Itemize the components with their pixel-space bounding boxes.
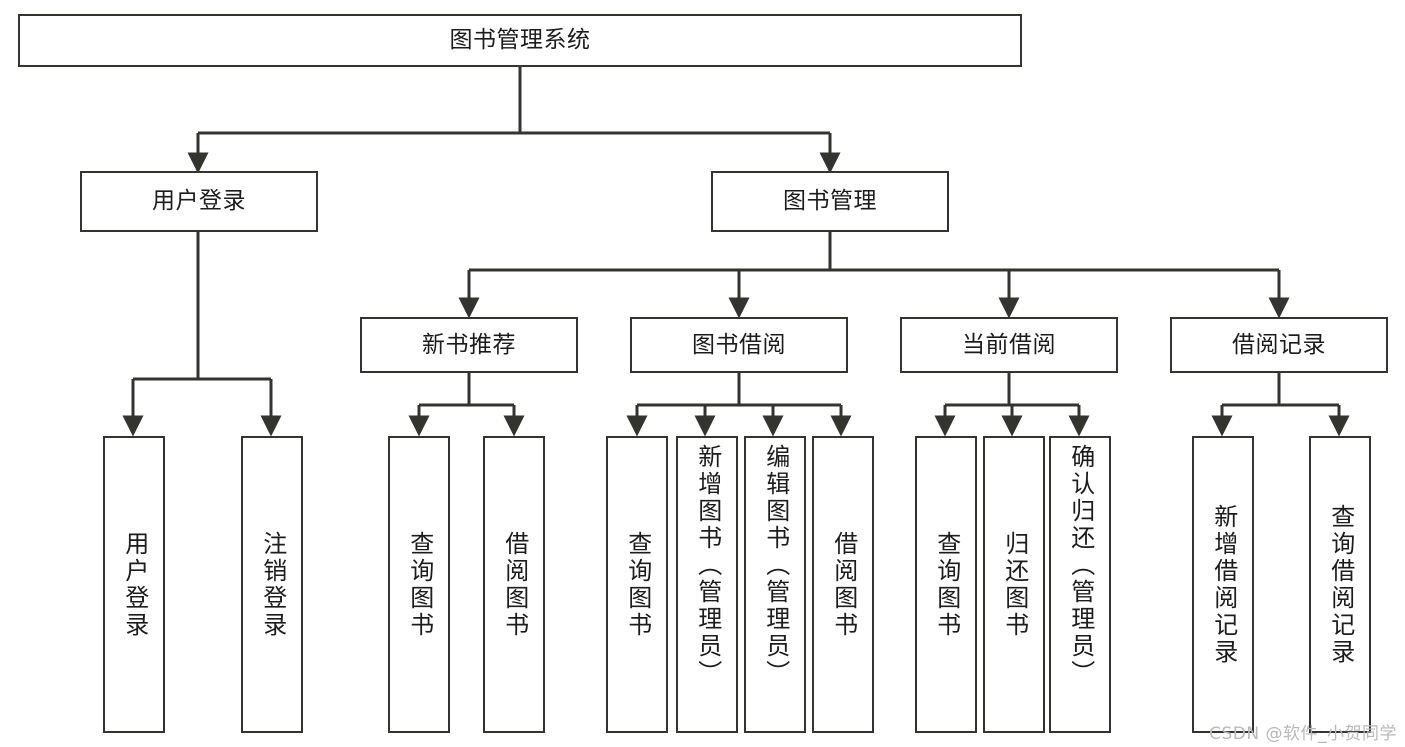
leaf-logout[interactable]: 注销登录 xyxy=(241,436,303,733)
leaf-add-book-admin[interactable]: 新增图书（管理员） xyxy=(676,436,738,733)
node-label: 当前借阅 xyxy=(962,331,1056,358)
leaf-return-book[interactable]: 归还图书 xyxy=(983,436,1045,733)
leaf-add-borrow-record[interactable]: 新增借阅记录 xyxy=(1192,436,1254,733)
leaf-query-book-borrow[interactable]: 查询图书 xyxy=(606,436,668,733)
node-label: 用户登录 xyxy=(152,188,246,215)
node-label: 查询图书 xyxy=(932,530,961,639)
csdn-watermark: CSDN @软件_小贺同学 xyxy=(1209,724,1397,744)
leaf-borrow-book-new-recommend[interactable]: 借阅图书 xyxy=(483,436,545,733)
node-label: 用户登录 xyxy=(120,530,149,639)
leaf-query-borrow-record[interactable]: 查询借阅记录 xyxy=(1309,436,1371,733)
node-label: 注销登录 xyxy=(258,530,287,639)
node-label: 归还图书 xyxy=(1000,530,1029,639)
leaf-query-book-current[interactable]: 查询图书 xyxy=(915,436,977,733)
node-book-borrow[interactable]: 图书借阅 xyxy=(630,317,848,373)
node-current-borrow[interactable]: 当前借阅 xyxy=(900,317,1118,373)
leaf-borrow-book[interactable]: 借阅图书 xyxy=(812,436,874,733)
node-label: 查询借阅记录 xyxy=(1326,503,1355,666)
node-borrow-record[interactable]: 借阅记录 xyxy=(1170,317,1388,373)
node-label: 借阅图书 xyxy=(500,530,529,639)
node-label: 图书管理 xyxy=(783,188,877,215)
node-label: 确认归还（管理员） xyxy=(1066,444,1095,687)
node-label: 图书管理系统 xyxy=(449,27,591,54)
leaf-confirm-return-admin[interactable]: 确认归还（管理员） xyxy=(1049,436,1111,733)
node-label: 借阅图书 xyxy=(829,530,858,639)
node-label: 查询图书 xyxy=(623,530,652,639)
node-label: 图书借阅 xyxy=(692,331,786,358)
node-label: 新增借阅记录 xyxy=(1209,503,1238,666)
node-label: 查询图书 xyxy=(405,530,434,639)
leaf-user-login[interactable]: 用户登录 xyxy=(103,436,165,733)
leaf-edit-book-admin[interactable]: 编辑图书（管理员） xyxy=(744,436,806,733)
leaf-query-book-new-recommend[interactable]: 查询图书 xyxy=(388,436,450,733)
node-user-login[interactable]: 用户登录 xyxy=(80,171,318,232)
node-label: 借阅记录 xyxy=(1232,331,1326,358)
node-book-management[interactable]: 图书管理 xyxy=(711,171,949,232)
node-label: 新增图书（管理员） xyxy=(693,444,722,687)
node-new-book-recommend[interactable]: 新书推荐 xyxy=(360,317,578,373)
node-label: 编辑图书（管理员） xyxy=(761,444,790,687)
node-label: 新书推荐 xyxy=(422,331,516,358)
node-root-book-management-system[interactable]: 图书管理系统 xyxy=(18,14,1022,67)
